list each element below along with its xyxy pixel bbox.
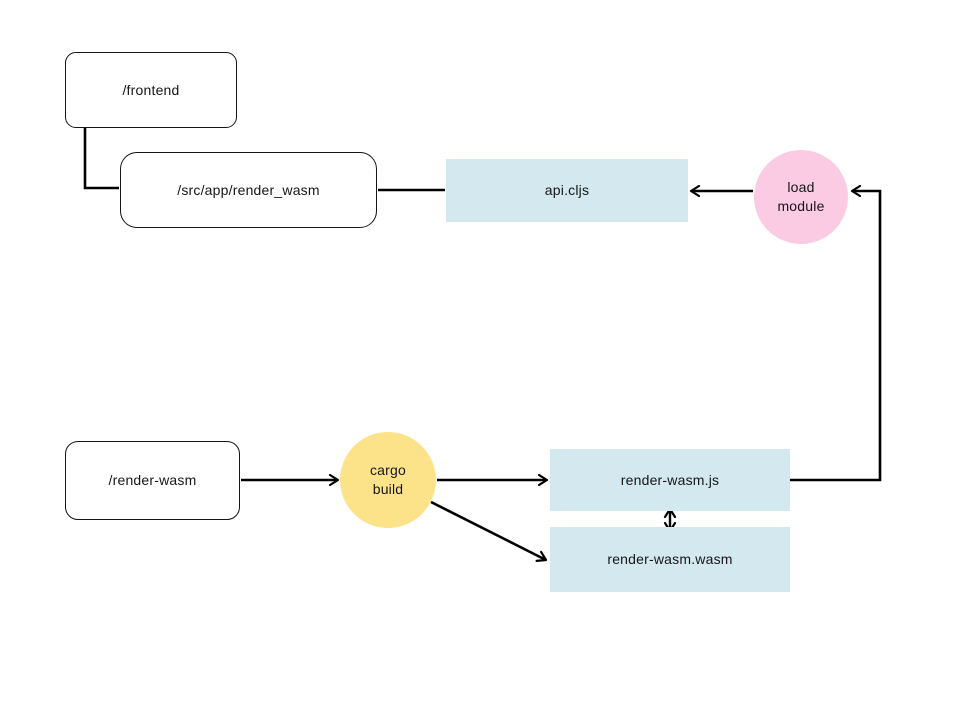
node-render-wasm-directory: /render-wasm bbox=[65, 441, 240, 520]
node-render-wasm-wasm-label: render-wasm.wasm bbox=[607, 551, 733, 568]
edge-frontend-to-src-app bbox=[83, 128, 119, 190]
node-load-module-step: load module bbox=[754, 150, 848, 244]
edge-render-wasm-js-to-load-module bbox=[790, 184, 882, 482]
node-src-app-label: /src/app/render_wasm bbox=[177, 181, 320, 198]
node-api-cljs-file: api.cljs bbox=[446, 159, 688, 222]
node-render-wasm-js-file: render-wasm.js bbox=[550, 449, 790, 511]
node-cargo-build-label: cargo build bbox=[369, 462, 407, 497]
node-render-wasm-dir-label: /render-wasm bbox=[108, 472, 197, 489]
node-render-wasm-js-label: render-wasm.js bbox=[620, 471, 720, 488]
node-src-app-render-wasm-directory: /src/app/render_wasm bbox=[120, 152, 377, 228]
node-render-wasm-wasm-file: render-wasm.wasm bbox=[550, 527, 790, 592]
node-api-cljs-label: api.cljs bbox=[544, 182, 590, 199]
node-load-module-label: load module bbox=[777, 179, 825, 214]
node-frontend-directory: /frontend bbox=[65, 52, 237, 128]
node-frontend-label: /frontend bbox=[122, 81, 180, 98]
node-cargo-build-step: cargo build bbox=[340, 432, 436, 528]
edge-cargo-build-to-render-wasm-wasm bbox=[430, 500, 548, 562]
